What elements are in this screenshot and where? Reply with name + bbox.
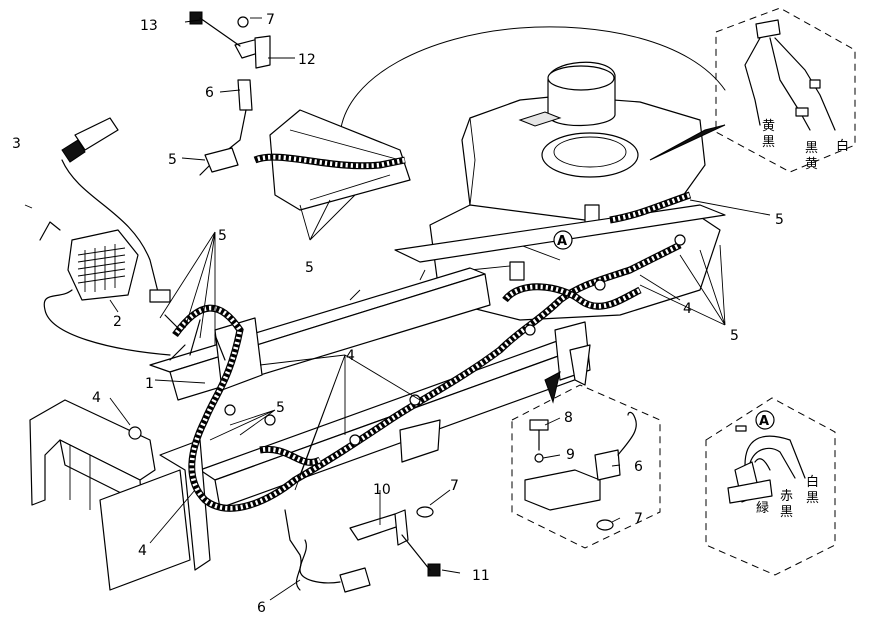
callout-4: 4 (92, 390, 101, 406)
section-marker-a-detail: A (755, 410, 775, 430)
harness-clamps (128, 234, 686, 446)
svg-text:A: A (557, 234, 567, 249)
callout-9: 9 (566, 447, 575, 463)
wire-color-labels-bottom: 赤 黒 白 黒 緑 (756, 474, 819, 520)
callout-8: 8 (564, 410, 573, 426)
callout-6: 6 (634, 459, 643, 475)
callout-1: 1 (145, 376, 154, 392)
callout-5: 5 (276, 400, 285, 416)
harness-connector-plug (61, 117, 119, 163)
wire-label-red: 赤 (780, 489, 793, 504)
callout-5: 5 (218, 228, 227, 244)
front-bumper (29, 399, 211, 591)
callout-10: 10 (373, 482, 391, 498)
callout-7: 7 (266, 12, 275, 28)
engine-assembly (339, 26, 726, 321)
callout-5: 5 (730, 328, 739, 344)
svg-text:A: A (759, 414, 769, 429)
callout-2: 2 (113, 314, 122, 330)
callout-3: 3 (12, 136, 21, 152)
headlight-lamp (39, 159, 171, 356)
callout-6: 6 (257, 600, 266, 616)
callout-11: 11 (472, 568, 490, 584)
callout-7: 7 (634, 511, 643, 527)
wire-label-yellow: 黄 (805, 157, 818, 172)
detail-wire-colors-top (649, 7, 856, 173)
callout-4: 4 (346, 348, 355, 364)
callout-5: 5 (775, 212, 784, 228)
wire-label-white: 白 (806, 474, 819, 490)
wire-color-labels-top: 黄 黒 黒 黄 白 (762, 119, 849, 172)
wire-label-black: 黒 (806, 491, 819, 506)
callout-4: 4 (138, 543, 147, 559)
wire-label-green: 緑 (756, 501, 769, 516)
mounting-plate (269, 109, 411, 211)
detail-wire-colors-bottom (705, 397, 836, 576)
wire-label-black: 黒 (762, 135, 775, 150)
section-marker-a-main: A (553, 230, 573, 250)
callout-12: 12 (298, 52, 316, 68)
vehicle-frame (149, 204, 726, 509)
callout-5: 5 (305, 260, 314, 276)
callout-13: 13 (140, 18, 158, 34)
leader-lines (24, 17, 771, 601)
wire-label-black: 黒 (805, 141, 818, 156)
callout-7: 7 (450, 478, 459, 494)
callout-5: 5 (168, 152, 177, 168)
callout-6: 6 (205, 85, 214, 101)
sensor-bracket-top (189, 11, 271, 176)
part-callouts: 13 7 12 6 5 3 2 5 1 4 5 4 4 5 5 4 5 10 7… (12, 12, 784, 616)
detail-sensor-mount (511, 371, 661, 549)
sensor-bracket-bottom (299, 506, 441, 593)
wire-label-black: 黒 (780, 505, 793, 520)
wire-label-yellow: 黄 (762, 119, 775, 134)
callout-4: 4 (683, 301, 692, 317)
wire-harness (149, 153, 692, 591)
wire-label-white: 白 (836, 138, 849, 154)
